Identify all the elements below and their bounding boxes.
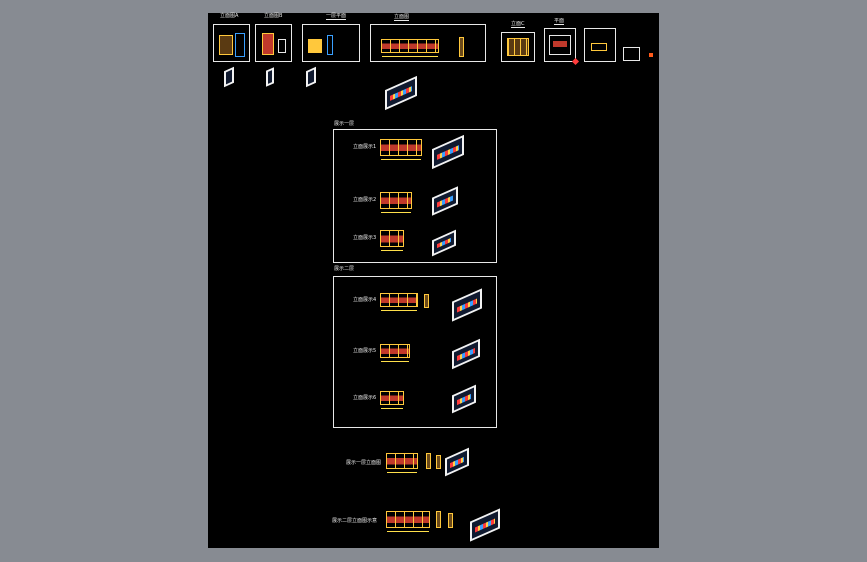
bottom-row2-side-a — [436, 511, 441, 528]
top-thumb-2 — [262, 33, 274, 55]
section2-row1-elevation — [380, 293, 418, 311]
bottom-row1-side-a — [426, 453, 431, 469]
top-frame-1 — [213, 24, 250, 62]
section2-row2-elevation — [380, 344, 410, 362]
section2-frame: 立面展示4 立面展示5 立面展示6 — [333, 276, 497, 428]
drawing-sheet[interactable]: 立面图A 立面图B 一层平面 立面图 立面C 平面 展示一层 立面展示1 — [208, 13, 659, 548]
section1-row2-label: 立面展示2 — [353, 197, 377, 203]
iso-large-top — [385, 75, 417, 111]
bottom-row2-elevation — [386, 511, 430, 532]
top-frame-8 — [623, 47, 640, 61]
top-marker-8 — [649, 53, 653, 57]
bottom-row2-iso — [470, 508, 500, 542]
top-thumb-2b — [278, 39, 286, 53]
section2-row3-elevation — [380, 391, 404, 409]
top-thumb-3 — [308, 39, 322, 53]
bottom-row1-elevation — [386, 453, 418, 473]
section1-row3-label: 立面展示3 — [353, 235, 377, 241]
top-thumb-6 — [549, 35, 571, 55]
top-label-1: 立面图A — [220, 13, 239, 19]
top-label-5: 立面C — [511, 21, 525, 28]
top-label-3: 一层平面 — [326, 13, 347, 20]
bottom-row2-label: 展示二层立面图示意 — [332, 518, 378, 524]
top-frame-4 — [370, 24, 486, 62]
section1-row3-elevation — [380, 230, 404, 251]
iso-mini-2 — [266, 67, 274, 87]
top-frame-7 — [584, 28, 616, 62]
iso-mini-1 — [224, 66, 234, 88]
top-frame-3 — [302, 24, 360, 62]
section1-row1-iso — [432, 134, 464, 170]
section1-row1-elevation — [380, 139, 422, 160]
bottom-row1-iso — [445, 447, 469, 477]
iso-mini-3 — [306, 66, 316, 88]
bottom-row2-side-b — [448, 513, 453, 528]
section1-row1-label: 立面展示1 — [353, 144, 377, 150]
section2-row1-iso — [452, 288, 482, 322]
top-thumb-1b — [235, 33, 245, 57]
section2-row1-label: 立面展示4 — [353, 297, 377, 303]
section2-row2-iso — [452, 338, 480, 370]
top-thumb-4b — [459, 37, 464, 57]
section1-row2-elevation — [380, 192, 412, 213]
section2-row2-label: 立面展示5 — [353, 348, 377, 354]
top-thumb-7 — [591, 43, 607, 51]
top-frame-2 — [255, 24, 292, 62]
top-frame-5 — [501, 32, 535, 62]
top-thumb-4 — [381, 39, 439, 57]
section2-row3-label: 立面展示6 — [353, 395, 377, 401]
bottom-row1-side-b — [436, 455, 441, 469]
top-label-4: 立面图 — [394, 14, 410, 21]
top-label-2: 立面图B — [264, 13, 283, 19]
top-thumb-5 — [507, 38, 529, 56]
top-label-6: 平面 — [554, 18, 565, 25]
top-marker-red — [571, 57, 580, 66]
section2-title: 展示二层 — [334, 266, 355, 272]
section1-title: 展示一层 — [334, 121, 355, 127]
top-thumb-1 — [219, 35, 233, 55]
section1-row3-iso — [432, 229, 456, 257]
top-frame-6 — [544, 28, 576, 62]
section2-row3-iso — [452, 384, 476, 414]
top-thumb-3b — [327, 35, 333, 55]
section2-row1-side — [424, 294, 429, 308]
section1-row2-iso — [432, 186, 458, 216]
section1-frame: 立面展示1 立面展示2 立面展示3 — [333, 129, 497, 263]
bottom-row1-label: 展示一层立面图 — [346, 460, 382, 466]
top-thumb-6b — [553, 41, 567, 47]
